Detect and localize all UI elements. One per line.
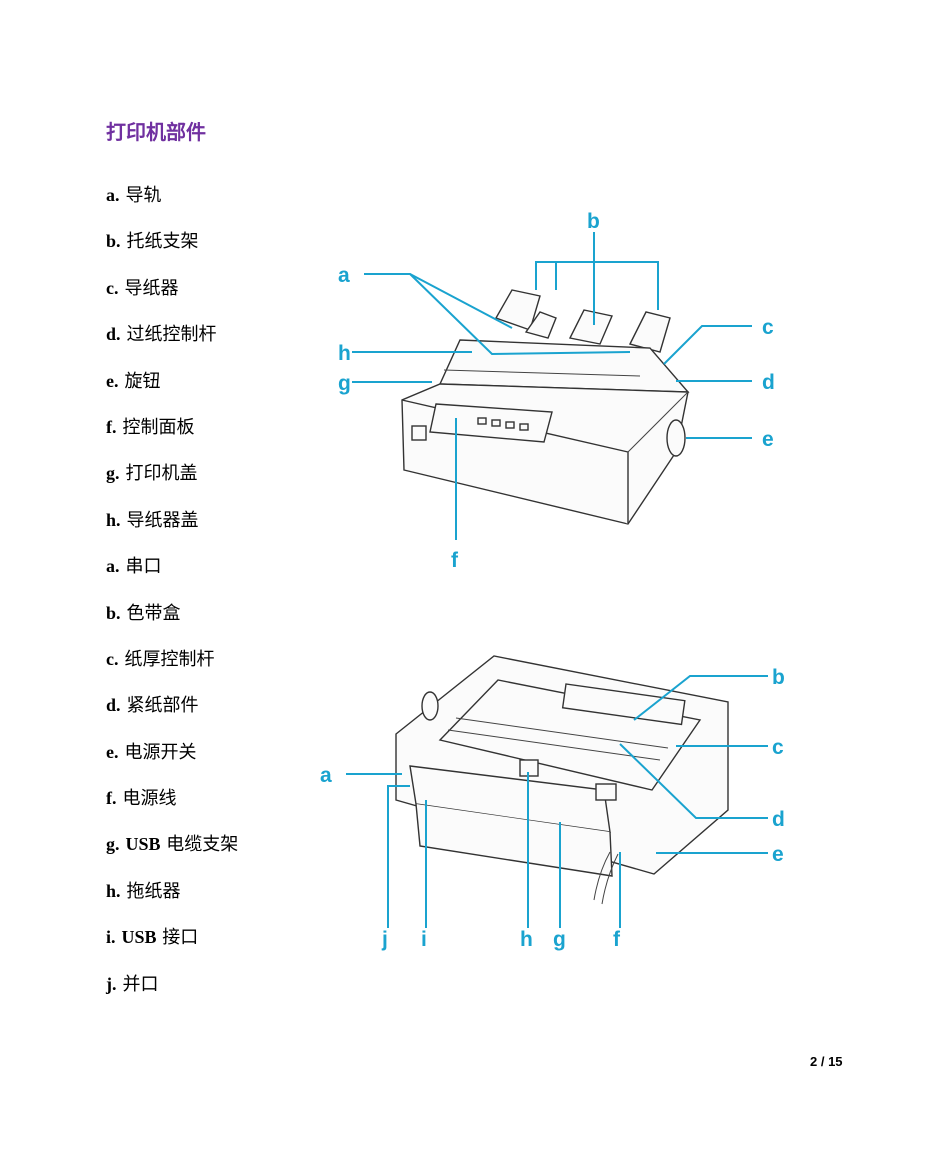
callout-d: d [772,808,785,831]
item-key: e. [106,741,119,762]
item-text: 打印机盖 [125,463,198,485]
list-item: a.串口 [106,554,238,600]
item-text: 拖纸器 [126,880,181,902]
list-item: i.USB 接口 [106,925,238,971]
item-text: 旋钮 [124,370,161,392]
list-item: c.导纸器 [106,276,238,322]
top-figure-leaders [352,232,752,540]
item-text: 电缆支架 [166,834,239,856]
item-text: 纸厚控制杆 [124,648,215,670]
item-key: d. [106,324,121,345]
parts-list: a.导轨 b.托纸支架 c.导纸器 d.过纸控制杆 e.旋钮 f.控制面板 g.… [106,183,238,1018]
item-key: a. [106,556,120,577]
callout-b: b [772,666,785,689]
callout-h: h [338,342,351,365]
list-item: h.拖纸器 [106,879,238,925]
callout-g: g [553,928,566,951]
callout-d: d [762,371,775,394]
item-text: 接口 [162,927,199,949]
callout-f: f [613,928,621,951]
item-text: 色带盒 [126,602,181,624]
item-key: h. [106,509,121,530]
list-item: g.USB 电缆支架 [106,832,238,878]
list-item: b.色带盒 [106,601,238,647]
item-key: f. [106,788,117,809]
item-key: h. [106,880,121,901]
item-text: 紧纸部件 [126,695,199,717]
callout-j: j [381,928,388,951]
callout-c: c [772,736,784,759]
item-prefix: USB [125,834,161,855]
item-text: 串口 [125,556,162,578]
callout-f: f [451,549,459,572]
item-key: b. [106,231,121,252]
callout-b: b [587,210,600,233]
page-number: 2 / 15 [810,1054,843,1069]
list-item: e.电源开关 [106,740,238,786]
list-item: d.过纸控制杆 [106,322,238,368]
bottom-figure-callouts: a b c d e f g h i j [320,666,785,951]
item-key: e. [106,370,119,391]
callout-g: g [338,372,351,395]
list-item: h.导纸器盖 [106,508,238,554]
callout-e: e [772,843,784,866]
item-text: 电源线 [122,788,177,810]
item-text: 并口 [122,973,159,995]
item-key: f. [106,416,117,437]
item-key: i. [106,927,116,948]
list-item: a.导轨 [106,183,238,229]
bottom-figure-leaders [346,675,768,928]
item-key: g. [106,463,120,484]
list-item: g.打印机盖 [106,461,238,507]
item-text: 过纸控制杆 [126,324,217,346]
item-prefix: USB [121,927,157,948]
list-item: j.并口 [106,972,238,1018]
printer-interior-illustration [395,655,729,905]
callout-e: e [762,428,774,451]
item-text: 导纸器盖 [126,509,199,531]
list-item: b.托纸支架 [106,229,238,275]
item-key: c. [106,277,119,298]
callout-h: h [520,928,533,951]
list-item: d.紧纸部件 [106,693,238,739]
callout-a: a [338,264,350,287]
item-text: 托纸支架 [126,231,199,253]
item-text: 导轨 [125,185,162,206]
list-item: f.电源线 [106,786,238,832]
callout-i: i [421,928,427,951]
item-text: 控制面板 [122,416,195,438]
list-item: f.控制面板 [106,415,238,461]
item-key: a. [106,185,120,205]
callout-a: a [320,764,332,787]
item-text: 导纸器 [124,277,179,299]
item-key: d. [106,695,121,716]
printer-front-illustration [401,289,690,525]
top-figure-callouts: a b c d e f g h [338,210,775,572]
list-item: c.纸厚控制杆 [106,647,238,693]
item-text: 电源开关 [124,741,197,763]
item-key: c. [106,648,119,669]
item-key: g. [106,834,120,855]
list-item: e.旋钮 [106,369,238,415]
page-heading: 打印机部件 [106,120,206,144]
callout-c: c [762,316,774,339]
item-key: j. [106,973,117,994]
item-key: b. [106,602,121,623]
